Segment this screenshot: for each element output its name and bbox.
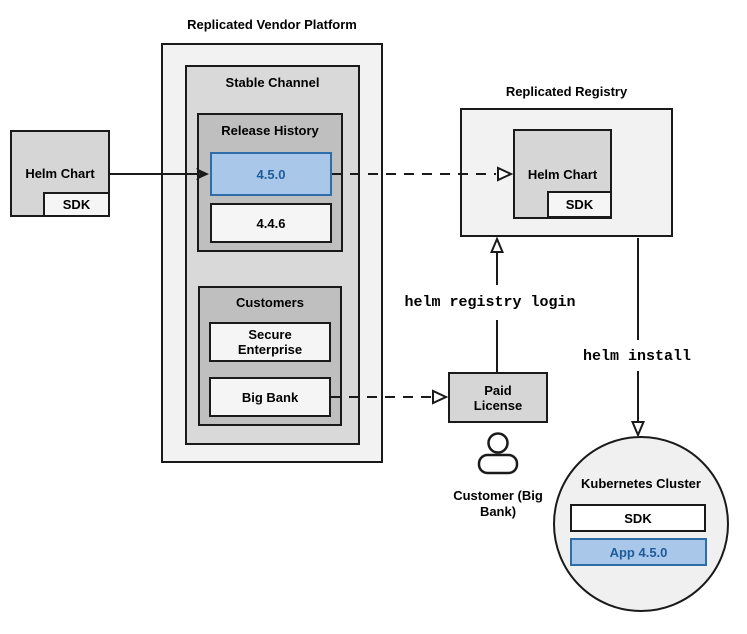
command-registry-login: helm registry login [400,294,580,311]
registry-title: Replicated Registry [505,84,628,99]
arrow-registry-to-cluster [630,238,646,438]
release-version-450: 4.5.0 [210,152,332,196]
customer-caption: Customer (Big Bank) [453,488,543,519]
platform-title: Replicated Vendor Platform [187,17,357,32]
command-helm-install: helm install [575,348,699,365]
kubernetes-cluster-title: Kubernetes Cluster [581,476,701,491]
release-version-446: 4.4.6 [210,203,332,243]
customer-big-bank: Big Bank [209,377,331,417]
paid-license-box: Paid License [448,372,548,423]
vendor-sdk-box: SDK [43,192,110,217]
customer-person-icon [477,432,519,475]
customer-secure-enterprise: Secure Enterprise [209,322,331,362]
cluster-sdk-box: SDK [570,504,706,532]
release-history-title: Release History [221,123,319,138]
registry-sdk-box: SDK [547,191,612,218]
customers-title: Customers [236,295,304,310]
stable-channel-title: Stable Channel [225,75,320,90]
cluster-app-box: App 4.5.0 [570,538,707,566]
